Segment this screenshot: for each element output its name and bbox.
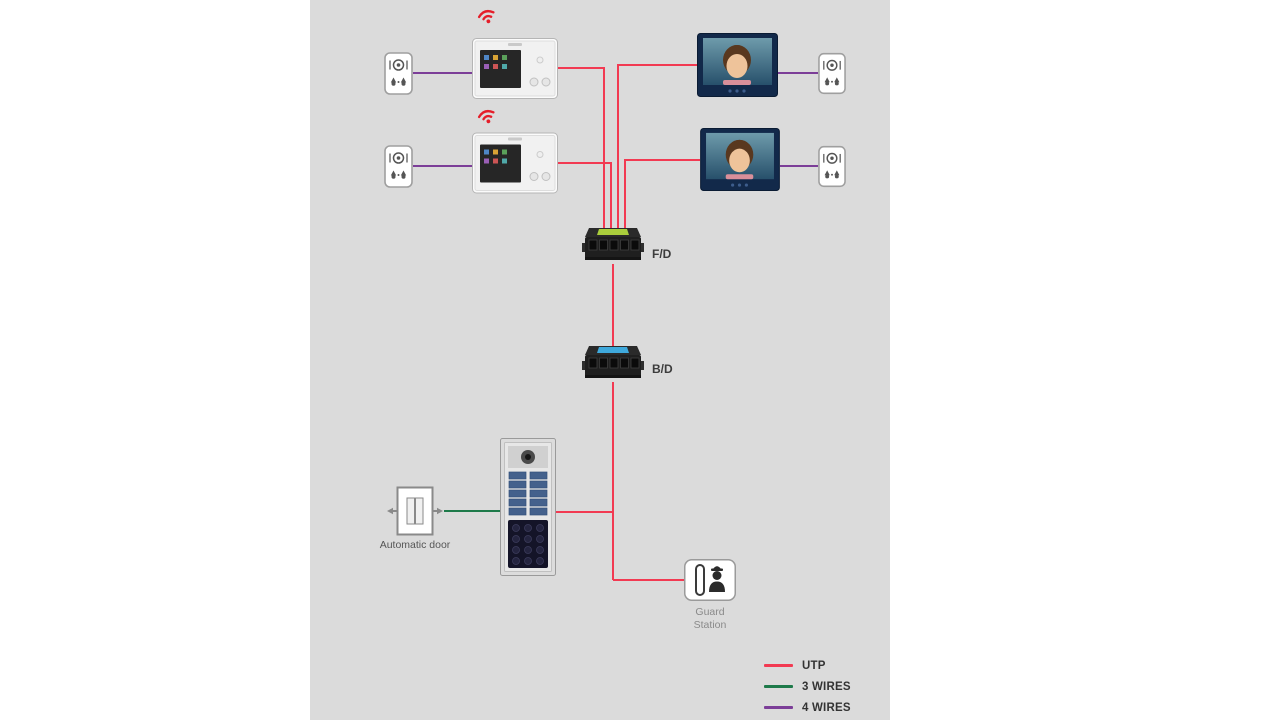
wifi-1 [475, 5, 499, 25]
wifi-2 [475, 105, 499, 125]
door-phone-icon [384, 145, 413, 188]
guard-station-label: Guard Station [674, 606, 746, 632]
fd-distributor-icon [582, 228, 644, 260]
indoor-monitor-1 [472, 38, 558, 99]
guard-station-label-line2: Station [693, 619, 727, 631]
door-station [500, 438, 556, 576]
guard-station-icon [684, 559, 736, 601]
legend-item-4wires: 4 WIRES [764, 697, 851, 718]
legend-item-3wires: 3 WIRES [764, 676, 851, 697]
door-phone-4 [818, 145, 846, 188]
four-wires-line-swatch [764, 706, 793, 709]
bd-distributor [581, 344, 645, 384]
utp-label: UTP [802, 659, 826, 672]
fd-distributor [581, 226, 645, 266]
automatic-door-label: Automatic door [379, 539, 451, 551]
door-phone-3 [384, 145, 413, 188]
utp-line-swatch [764, 664, 793, 667]
door-phone-1 [384, 52, 413, 95]
legend: UTP 3 WIRES 4 WIRES [764, 655, 851, 718]
video-monitor-2 [700, 128, 780, 191]
door-phone-icon [818, 145, 846, 188]
three-wires-label: 3 WIRES [802, 680, 851, 693]
video-monitor-icon [700, 128, 780, 191]
wifi-icon [477, 9, 495, 24]
legend-item-utp: UTP [764, 655, 851, 676]
indoor-monitor-icon [472, 132, 558, 194]
guard-station [684, 559, 736, 601]
bd-label: B/D [652, 362, 673, 376]
four-wires-label: 4 WIRES [802, 701, 851, 714]
automatic-door [386, 486, 444, 536]
door-phone-icon [384, 52, 413, 95]
bd-distributor-icon [582, 346, 644, 378]
indoor-monitor-icon [472, 38, 558, 99]
door-phone-icon [818, 52, 846, 95]
guard-station-label-line1: Guard [695, 606, 725, 618]
wifi-icon [477, 109, 495, 124]
door-phone-2 [818, 52, 846, 95]
video-monitor-1 [697, 33, 778, 97]
door-station-icon [500, 438, 556, 576]
three-wires-line-swatch [764, 685, 793, 688]
fd-label: F/D [652, 247, 672, 261]
indoor-monitor-2 [472, 132, 558, 194]
video-monitor-icon [697, 33, 778, 97]
automatic-door-icon [387, 486, 443, 536]
